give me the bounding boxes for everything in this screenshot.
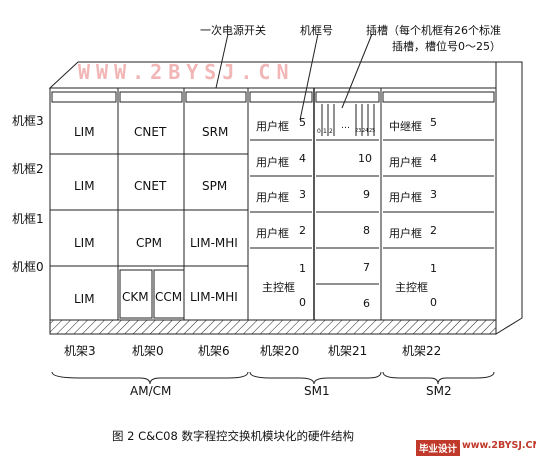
rack20-user-frame-2: 用户框 (256, 227, 289, 240)
rack22-main-ctrl: 主控框 (395, 281, 428, 294)
rack22-user-frame-4: 用户框 (389, 156, 422, 169)
rack20-num-5: 5 (299, 116, 306, 129)
rack20-main-ctrl: 主控框 (262, 281, 295, 294)
brace-amcm (51, 371, 249, 385)
frame-number-label: 机框号 (300, 24, 333, 37)
rack22-user-frame-3: 用户框 (389, 191, 422, 204)
rack20-main-num-1: 1 (299, 262, 306, 275)
rack20-num-4: 4 (299, 152, 306, 165)
rack-label-0: 机架0 (132, 344, 164, 358)
rack22-main-num-0: 0 (430, 296, 437, 309)
power-switch-row (51, 91, 495, 103)
rack0-ckm: CKM (122, 290, 149, 304)
group-sm1: SM1 (304, 384, 330, 398)
slot-num-25: 25 (369, 128, 376, 134)
group-amcm: AM/CM (130, 384, 172, 398)
rack-label-22: 机架22 (402, 344, 442, 358)
rack22-num-3: 3 (430, 188, 437, 201)
slot-num-23: 23 (355, 128, 362, 134)
rack20-user-frame-4: 用户框 (256, 156, 289, 169)
power-switch-label: 一次电源开关 (200, 24, 266, 37)
slot-label-line2: 插槽，槽位号0～25） (392, 40, 501, 53)
rack20-main-num-0: 0 (299, 296, 306, 309)
site-logo: 毕业设计 (416, 440, 461, 456)
rack22-num-5: 5 (430, 116, 437, 129)
rack21-num-10: 10 (358, 152, 372, 165)
rack3-lim-1: LIM (74, 236, 95, 250)
rack21-num-9: 9 (363, 188, 370, 201)
cabinet-base (49, 319, 497, 335)
cabinet-right-face (495, 61, 523, 335)
leader-power (215, 33, 229, 89)
rack6-lim-mhi-1: LIM-MHI (190, 236, 238, 250)
rack20-user-frame-3: 用户框 (256, 191, 289, 204)
row-label-frame2: 机框2 (12, 162, 44, 176)
rack21-num-8: 8 (363, 224, 370, 237)
row-label-frame1: 机框1 (12, 212, 44, 226)
row-label-frame0: 机框0 (12, 260, 44, 274)
cabinet-front (49, 87, 497, 335)
rack3-lim-0: LIM (74, 292, 95, 306)
rack0-cnet-1: CNET (134, 125, 167, 139)
slot-num-ellipsis: … (341, 121, 350, 131)
rack-label-3: 机架3 (64, 344, 96, 358)
rack0-cpm: CPM (136, 236, 162, 250)
slot-num-2: 2 (329, 128, 333, 135)
group-sm2: SM2 (426, 384, 452, 398)
rack-label-21: 机架21 (328, 344, 368, 358)
rack0-ccm: CCM (155, 290, 183, 304)
brace-sm2 (382, 371, 495, 385)
rack6-srm: SRM (202, 125, 229, 139)
rack-label-20: 机架20 (260, 344, 300, 358)
rack22-main-num-1: 1 (430, 262, 437, 275)
watermark: WWW.2BYSJ.CN (78, 60, 295, 84)
leader-frame (299, 33, 319, 121)
rack-label-6: 机架6 (198, 344, 230, 358)
rack0-cnet-2: CNET (134, 179, 167, 193)
rack22-user-frame-2: 用户框 (389, 227, 422, 240)
leader-slot (341, 33, 373, 109)
slot-num-24: 24 (362, 128, 369, 134)
rack21-num-7: 7 (363, 261, 370, 274)
slot-num-1: 1 (323, 128, 327, 135)
row-label-frame3: 机框3 (12, 114, 44, 128)
rack22-num-4: 4 (430, 152, 437, 165)
slot-num-0: 0 (317, 128, 321, 135)
figure-caption: 图 2 C&C08 数字程控交换机模块化的硬件结构 (112, 429, 354, 443)
rack3-lim-2: LIM (74, 179, 95, 193)
rack6-spm: SPM (202, 179, 228, 193)
slot-label: 插槽（每个机框有26个标准 (366, 24, 501, 37)
site-url: www.2BYSJ.CN (462, 440, 536, 451)
rack20-num-3: 3 (299, 188, 306, 201)
slot-ticks (321, 104, 375, 136)
brace-sm1 (249, 371, 382, 385)
rack20-user-frame-5: 用户框 (256, 120, 289, 133)
rack3-lim-3: LIM (74, 125, 95, 139)
rack6-lim-mhi-0: LIM-MHI (190, 290, 238, 304)
rack22-num-2: 2 (430, 224, 437, 237)
rack22-relay-frame: 中继框 (389, 120, 422, 133)
rack20-num-2: 2 (299, 224, 306, 237)
rack21-num-6: 6 (363, 297, 370, 310)
